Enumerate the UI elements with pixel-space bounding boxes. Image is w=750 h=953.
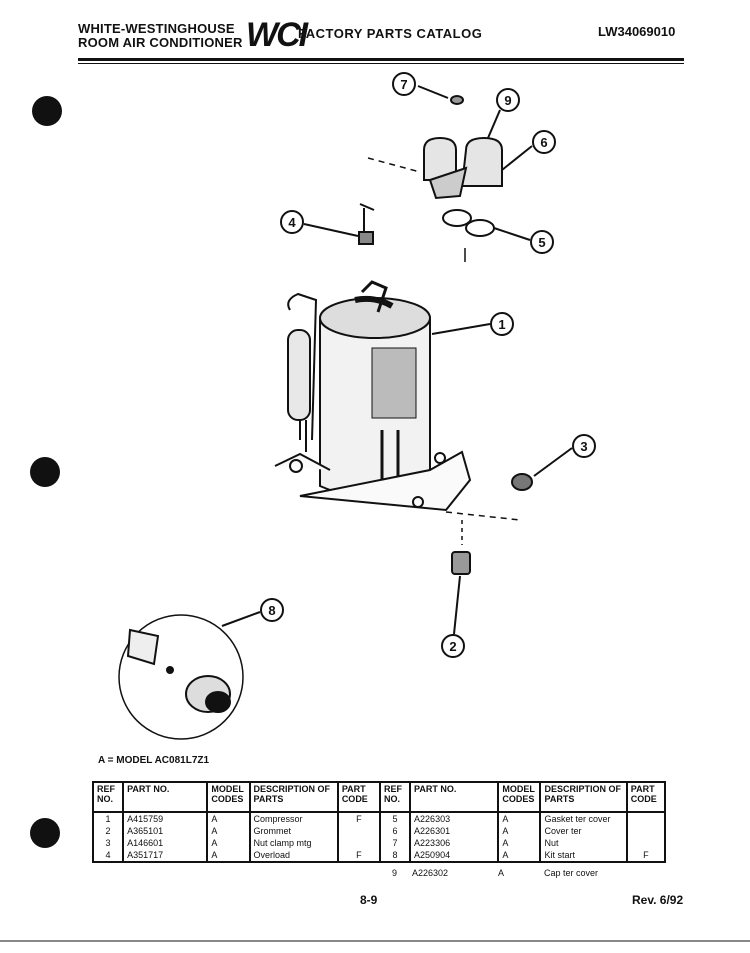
cell: Compressor xyxy=(248,812,338,825)
parts-table: REF NO. PART NO. MODEL CODES DESCRIPTION… xyxy=(91,781,666,863)
brand-line-1: WHITE-WESTINGHOUSE xyxy=(78,21,235,36)
header-model-codes: MODEL CODES xyxy=(206,782,250,813)
cell: Overload xyxy=(248,849,338,862)
header-description: DESCRIPTION OF PARTS xyxy=(248,782,338,813)
cell: Cover ter xyxy=(539,825,627,837)
cell: 4 xyxy=(91,849,124,862)
cell: A351717 xyxy=(122,849,208,862)
header-part-no-2: PART NO. xyxy=(409,782,499,813)
cell: F xyxy=(336,849,380,862)
cell: A xyxy=(497,812,541,825)
cell: Gasket ter cover xyxy=(539,812,627,825)
callout-4 xyxy=(280,210,304,234)
catalog-title: FACTORY PARTS CATALOG xyxy=(298,26,483,41)
callout-2 xyxy=(441,634,465,658)
cell: A xyxy=(497,825,541,837)
bottom-rule xyxy=(0,940,750,942)
binder-hole-bottom xyxy=(30,818,60,848)
header-description-2: DESCRIPTION OF PARTS xyxy=(539,782,627,813)
cell: A xyxy=(497,849,541,862)
callout-label-7: 7 xyxy=(400,77,407,92)
header-part-code-2: PART CODE xyxy=(625,782,665,813)
cell: A xyxy=(206,849,250,862)
wci-logo: WCI xyxy=(246,16,308,54)
cell: 9 xyxy=(392,868,398,878)
cell xyxy=(336,825,380,837)
callout-label-5: 5 xyxy=(538,235,545,250)
callout-label-1: 1 xyxy=(498,317,505,332)
cell xyxy=(625,837,665,849)
header-ref-no-2: REF NO. xyxy=(378,782,411,813)
page-number: 8-9 xyxy=(360,893,378,907)
cell xyxy=(336,837,380,849)
callout-label-6: 6 xyxy=(540,135,547,150)
cell: 7 xyxy=(378,837,411,849)
cell: A226301 xyxy=(409,825,499,837)
table-header-row: REF NO. PART NO. MODEL CODES DESCRIPTION… xyxy=(91,782,665,813)
cell: A xyxy=(497,837,541,849)
callout-label-8: 8 xyxy=(268,603,275,618)
cell: A xyxy=(206,825,250,837)
callout-label-4: 4 xyxy=(288,215,296,230)
cell: F xyxy=(336,812,380,825)
callout-6 xyxy=(532,130,556,154)
cell: 8 xyxy=(378,849,411,862)
header-rule-thin xyxy=(78,63,684,64)
cell: A xyxy=(206,837,250,849)
brand-line-2: ROOM AIR CONDITIONER xyxy=(78,35,243,50)
cell: A226302 xyxy=(412,868,449,878)
cell: 2 xyxy=(91,825,124,837)
cell: A xyxy=(498,868,505,878)
table-row: 2 A365101 A Grommet 6 A226301 A Cover te… xyxy=(91,825,665,837)
cell: Nut xyxy=(539,837,627,849)
cell xyxy=(625,825,665,837)
callout-3 xyxy=(572,434,596,458)
cell: A xyxy=(206,812,250,825)
cell: 6 xyxy=(378,825,411,837)
cell: A223306 xyxy=(409,837,499,849)
binder-hole-middle xyxy=(30,457,60,487)
header-part-no: PART NO. xyxy=(122,782,208,813)
cell: 5 xyxy=(378,812,411,825)
callout-7 xyxy=(392,72,416,96)
cell: A226303 xyxy=(409,812,499,825)
cell xyxy=(625,812,665,825)
callout-9 xyxy=(496,88,520,112)
table-row: 3 A146601 A Nut clamp mtg 7 A223306 A Nu… xyxy=(91,837,665,849)
header-ref-no: REF NO. xyxy=(91,782,124,813)
header-model-codes-2: MODEL CODES xyxy=(497,782,541,813)
callout-label-2: 2 xyxy=(449,639,456,654)
cell: A415759 xyxy=(122,812,208,825)
table-row: 1 A415759 A Compressor F 5 A226303 A Gas… xyxy=(91,812,665,825)
catalog-code: LW34069010 xyxy=(598,24,676,39)
cell: Kit start xyxy=(539,849,627,862)
revision-label: Rev. 6/92 xyxy=(632,893,684,907)
cell: Cap ter cover xyxy=(544,868,599,878)
callout-1 xyxy=(490,312,514,336)
cell: A250904 xyxy=(409,849,499,862)
cell: F xyxy=(625,849,665,862)
cell: 1 xyxy=(91,812,124,825)
header-part-code: PART CODE xyxy=(336,782,380,813)
callout-label-3: 3 xyxy=(580,439,587,454)
cell: A365101 xyxy=(122,825,208,837)
brand-name: WHITE-WESTINGHOUSE ROOM AIR CONDITIONER xyxy=(78,22,243,50)
binder-hole-top xyxy=(32,96,62,126)
callout-8 xyxy=(260,598,284,622)
cell: 3 xyxy=(91,837,124,849)
table-row: 4 A351717 A Overload F 8 A250904 A Kit s… xyxy=(91,849,665,862)
cell: A146601 xyxy=(122,837,208,849)
callout-5 xyxy=(530,230,554,254)
callout-label-9: 9 xyxy=(504,93,511,108)
model-note: A = MODEL AC081L7Z1 xyxy=(98,755,210,766)
cell: Nut clamp mtg xyxy=(248,837,338,849)
cell: Grommet xyxy=(248,825,338,837)
header-rule-thick xyxy=(78,58,684,61)
